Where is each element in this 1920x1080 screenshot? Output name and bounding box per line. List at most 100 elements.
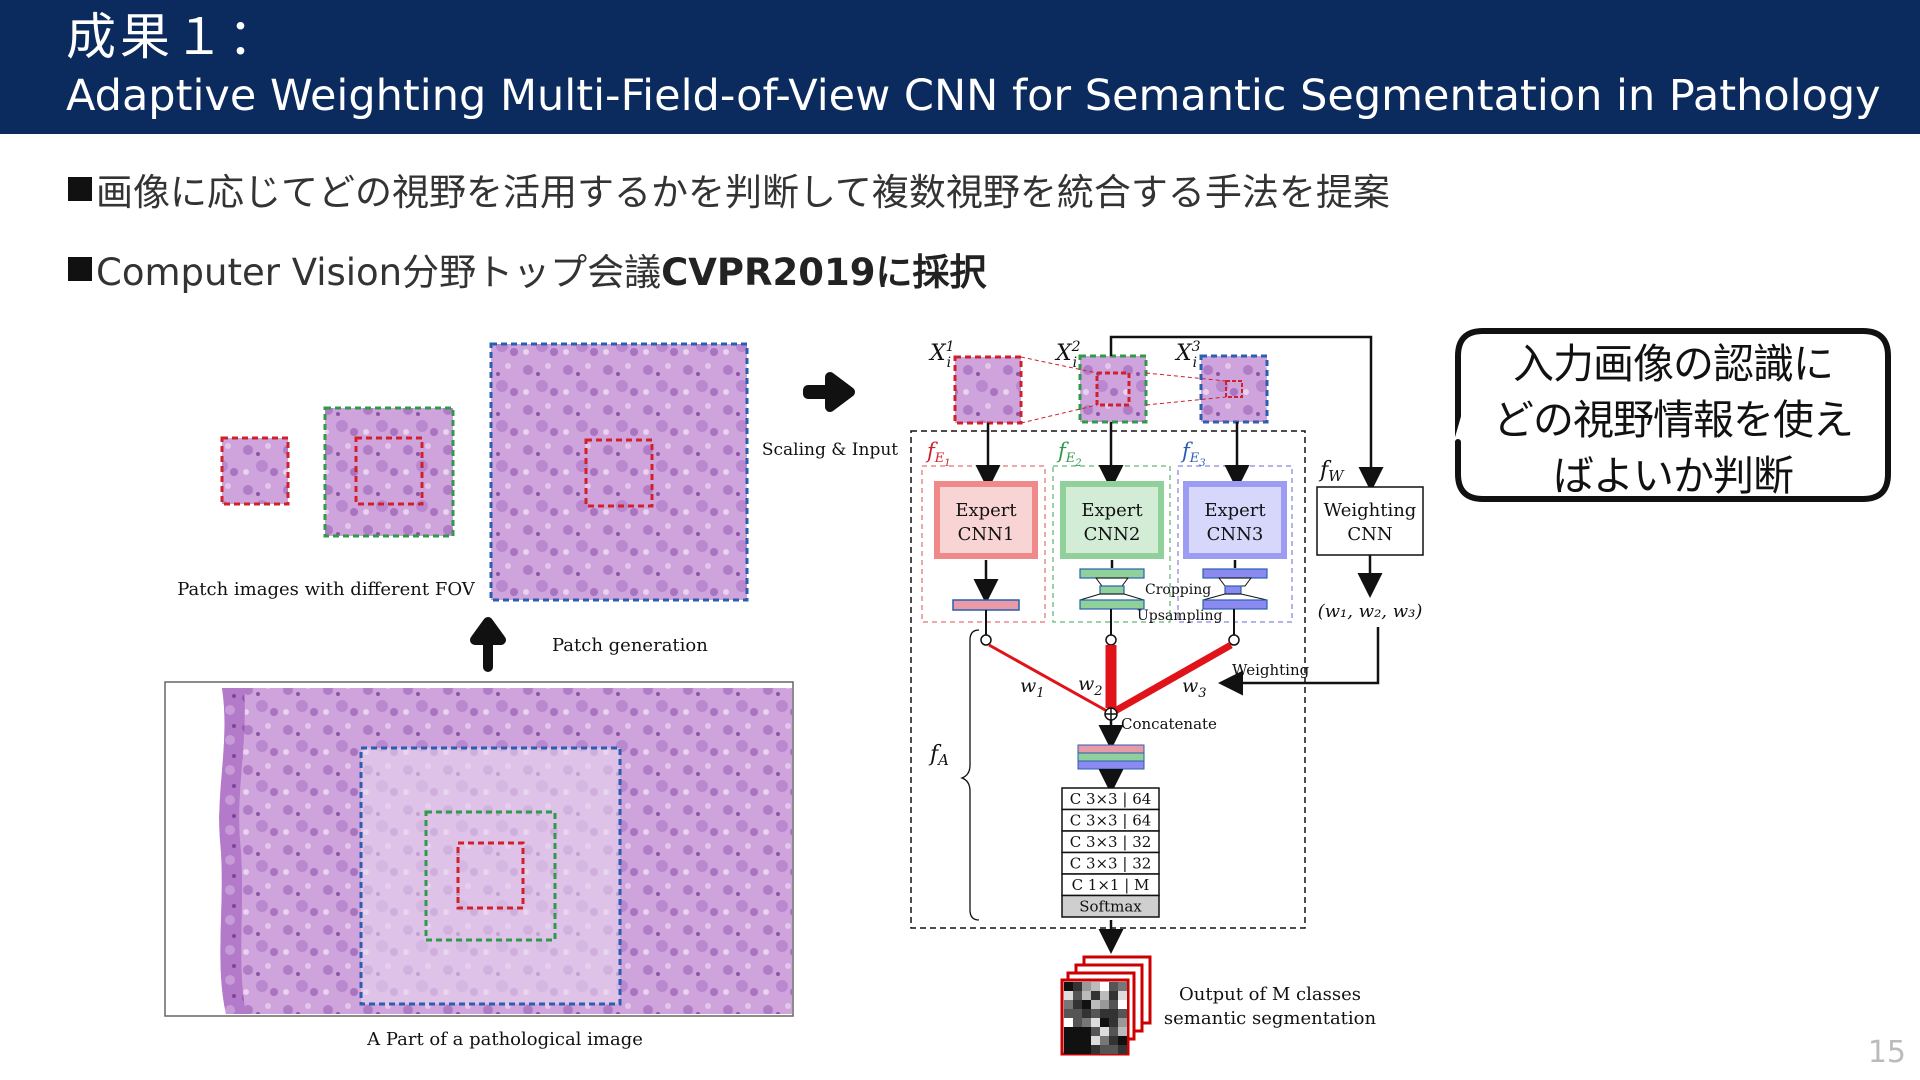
concatenated-feature <box>1077 744 1145 770</box>
w1-node <box>980 634 992 646</box>
softmax-label: Softmax <box>1079 898 1142 916</box>
x1-sub: i <box>947 355 951 371</box>
w1-link <box>988 643 1108 713</box>
x3-sub: i <box>1193 355 1197 371</box>
svg-text:w3: w3 <box>1182 675 1207 701</box>
expert-cnn3-box <box>1183 481 1287 559</box>
layer-label: C 3×3 | 32 <box>1070 855 1152 873</box>
input-x1 <box>953 355 1023 425</box>
model-boundary <box>910 430 1306 929</box>
expert1-group <box>921 465 1046 623</box>
expert-cnn2-line2: CNN2 <box>1084 524 1141 545</box>
fw-sub: W <box>1328 467 1345 485</box>
output-label-line1: Output of M classes <box>1179 984 1361 1005</box>
weighting-cnn-line2: CNN <box>1347 524 1392 545</box>
w1-sub: 1 <box>1036 686 1044 701</box>
expert-cnn1-line2: CNN1 <box>958 524 1015 545</box>
bullet-proposal-text: 画像に応じてどの視野を活用するかを判断して複数視野を統合する手法を提案 <box>96 171 1390 214</box>
patch-generation-label: Patch generation <box>552 635 708 656</box>
x1-label: X <box>928 341 947 366</box>
expert-cnn3-line2: CNN3 <box>1207 524 1264 545</box>
svg-text:X1i: X1i <box>928 339 955 371</box>
w3-sub: 3 <box>1198 686 1206 701</box>
input-patches <box>953 354 1269 425</box>
x1-sup: 1 <box>946 339 955 355</box>
scaling-input-label: Scaling & Input <box>762 440 898 460</box>
w2-node <box>1105 634 1117 646</box>
w3-label: w <box>1182 675 1198 697</box>
cropping-label: Cropping <box>1145 582 1211 598</box>
callout-line3: ばよいか判断 <box>1553 452 1794 500</box>
callout-text: 入力画像の認識に どの視野情報を使え ばよいか判断 <box>1462 336 1884 504</box>
x2-sup: 2 <box>1071 339 1081 355</box>
w2-sub: 2 <box>1093 684 1102 699</box>
right-arrow-icon <box>803 372 855 412</box>
fe1-label: f <box>925 439 938 463</box>
fa-sub: A <box>936 751 949 769</box>
fe2-label: f <box>1056 439 1069 463</box>
patch-large <box>489 342 749 602</box>
weights-tuple: (w₁, w₂, w₃) <box>1318 601 1423 622</box>
x3-sup: 3 <box>1192 339 1201 355</box>
layer-label: C 3×3 | 64 <box>1070 812 1152 830</box>
pathological-caption: A Part of a pathological image <box>366 1029 643 1050</box>
callout-line2: どの視野情報を使え <box>1493 396 1854 444</box>
svg-text:w1: w1 <box>1020 675 1045 701</box>
patch-medium <box>323 406 455 538</box>
weighting-input-line <box>1109 335 1384 492</box>
input-x2 <box>1078 354 1148 424</box>
bullet-square-icon <box>68 177 92 201</box>
weighting-cnn-line1: Weighting <box>1324 500 1417 521</box>
feature-map-3 <box>1202 568 1268 610</box>
slide-header: 成果１： Adaptive Weighting Multi-Field-of-V… <box>0 0 1920 134</box>
svg-text:w2: w2 <box>1078 673 1103 699</box>
patch-images <box>220 342 749 602</box>
w1-label: w <box>1020 675 1036 697</box>
bullet-cvpr: Computer Vision分野トップ会議CVPR2019に採択 <box>68 242 987 296</box>
feature-map-2 <box>1079 568 1145 610</box>
svg-text:fE1: fE1 <box>925 439 951 469</box>
fe2-subsub: 2 <box>1074 458 1081 469</box>
weighting-cnn-box <box>1316 486 1424 556</box>
fe2-sub: E <box>1065 451 1076 466</box>
callout-bubble <box>1455 328 1891 502</box>
slide-subtitle: Adaptive Weighting Multi-Field-of-View C… <box>66 71 1881 121</box>
weighting-label: Weighting <box>1232 661 1310 679</box>
concatenate-label: Concatenate <box>1121 715 1217 733</box>
expert-cnn1-line1: Expert <box>955 500 1017 521</box>
w3-node <box>1228 634 1240 646</box>
layer-label: C 1×1 | M <box>1072 876 1150 894</box>
patch-large-inner <box>584 438 654 508</box>
fe1-subsub: 1 <box>944 458 950 469</box>
input-x3 <box>1199 354 1269 424</box>
bullet-square-icon <box>68 257 92 281</box>
pathological-image <box>164 681 794 1017</box>
expert-cnn2-box <box>1060 481 1164 559</box>
callout-line1: 入力画像の認識に <box>1513 340 1834 388</box>
softmax-box <box>1061 894 1160 918</box>
svg-text:fW: fW <box>1318 458 1345 485</box>
fe3-sub: E <box>1189 451 1200 466</box>
output-segmentation-maps <box>1060 955 1152 1056</box>
x3-label: X <box>1174 341 1193 366</box>
feature-map-1 <box>952 599 1020 611</box>
x2-label: X <box>1054 341 1073 366</box>
fa-bracket <box>960 629 980 921</box>
bullet-proposal: 画像に応じてどの視野を活用するかを判断して複数視野を統合する手法を提案 <box>68 162 1390 216</box>
layer-label: C 3×3 | 64 <box>1070 790 1152 808</box>
upsampling-label: Upsampling <box>1137 608 1223 624</box>
patch-small <box>220 436 290 506</box>
page-number: 15 <box>1867 1035 1906 1070</box>
expert-cnn2-line1: Expert <box>1081 500 1143 521</box>
layer-stack: C 3×3 | 64C 3×3 | 64C 3×3 | 32C 3×3 | 32… <box>1061 787 1160 918</box>
weighting-return-line <box>1218 627 1380 696</box>
fe1-sub: E <box>934 451 945 466</box>
w3-link <box>1113 641 1233 715</box>
svg-text:fE2: fE2 <box>1056 439 1082 469</box>
expert-cnn1-box <box>934 481 1038 559</box>
x2-sub: i <box>1073 355 1077 371</box>
svg-text:fA: fA <box>928 742 949 769</box>
bullet-cvpr-bold: CVPR2019に採択 <box>661 251 987 294</box>
expert-cnn3-line1: Expert <box>1204 500 1266 521</box>
